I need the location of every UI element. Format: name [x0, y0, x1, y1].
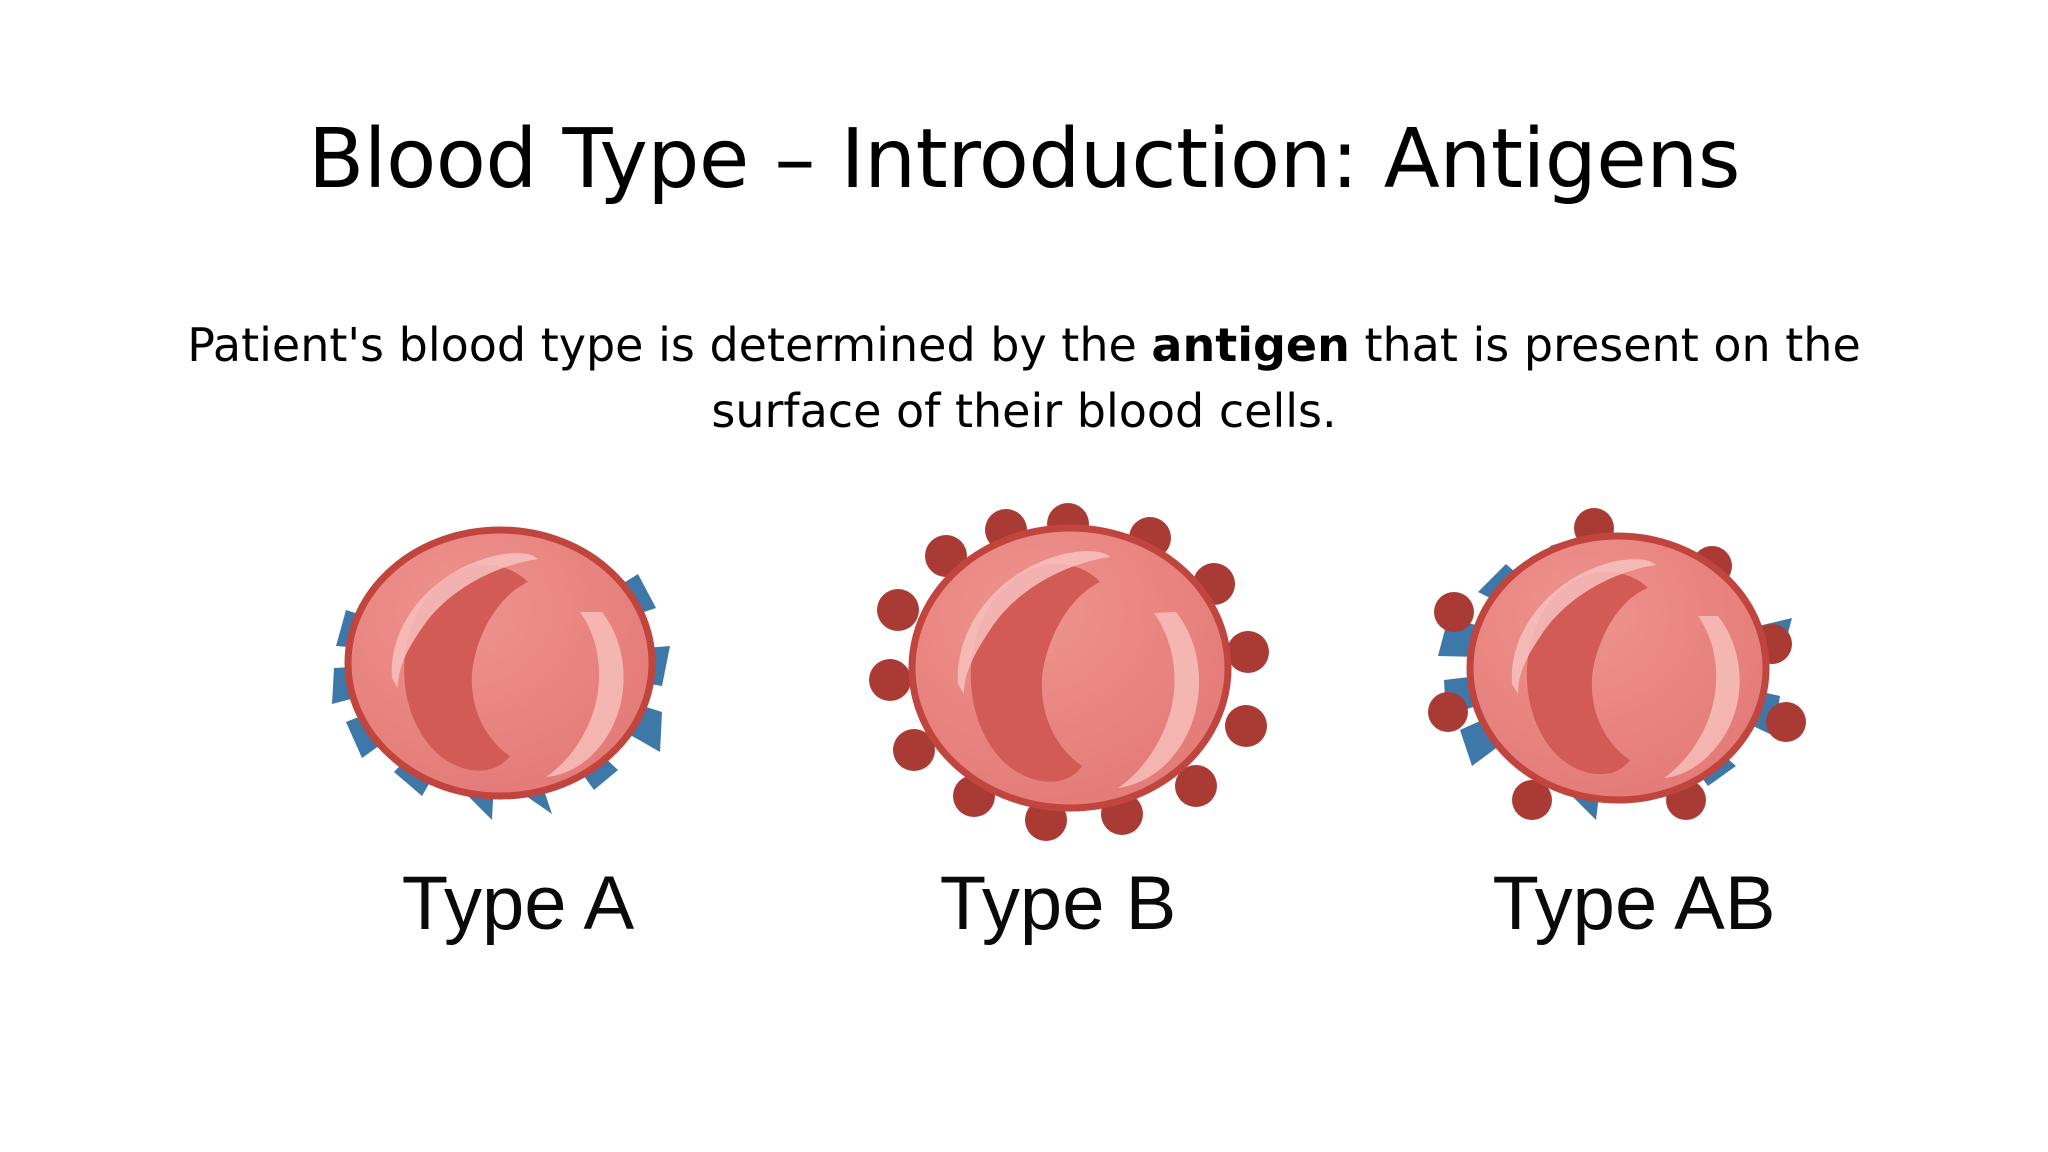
cell-dimple-b	[970, 564, 1100, 782]
blood-cell-row: Type A	[0, 500, 2048, 1100]
cell-gloss-b	[957, 551, 1110, 694]
body-text-emphasis: antigen	[1151, 318, 1350, 372]
body-text-after: that is present on the surface of their …	[711, 318, 1861, 438]
blood-cell-illustration-a	[280, 500, 720, 830]
cell-label-type-ab: Type AB	[1492, 861, 1776, 946]
cell-dimple-ab	[1526, 572, 1648, 775]
blood-cell-illustration-ab	[1400, 500, 1840, 830]
cell-inner-highlight-b	[1118, 612, 1200, 788]
cell-dimple-a	[404, 564, 528, 771]
body-paragraph: Patient's blood type is determined by th…	[124, 312, 1924, 444]
blood-cell-illustration-b	[850, 500, 1290, 841]
cell-gloss-a	[391, 553, 538, 688]
cell-label-type-a: Type A	[401, 861, 635, 946]
blood-cell-type-b: Type B	[850, 500, 1290, 1100]
cell-label-type-b: Type B	[939, 861, 1177, 946]
body-text-before: Patient's blood type is determined by th…	[187, 318, 1152, 372]
cell-gloss-ab	[1511, 559, 1656, 694]
page-title: Blood Type – Introduction: Antigens	[308, 112, 1740, 207]
cell-inner-highlight-a	[546, 612, 624, 777]
blood-cell-type-a: Type A	[280, 500, 720, 1100]
blood-cell-type-ab: Type AB	[1400, 500, 1840, 1100]
cell-inner-highlight-ab	[1664, 616, 1740, 778]
